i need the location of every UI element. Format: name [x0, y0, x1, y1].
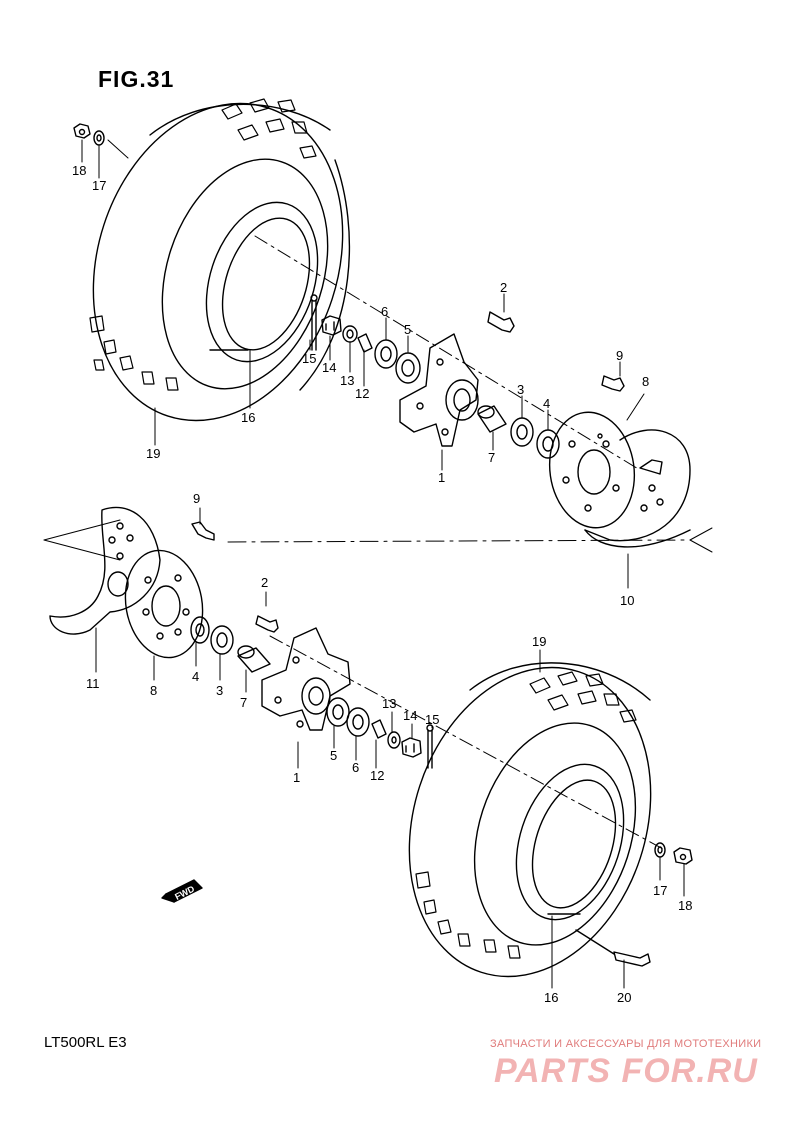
- upper-seal-5: [395, 352, 421, 384]
- callout-lower-14: 14: [403, 708, 417, 723]
- lower-hub-1: [261, 627, 351, 731]
- upper-spacer-7: [477, 405, 507, 433]
- callout-upper-8: 8: [642, 374, 649, 389]
- upper-callouts: 18 17 19 16 15 14 13 12 6 5 2 1 7 3 4 9 …: [72, 163, 649, 608]
- lower-valve-20: [575, 929, 651, 967]
- callout-upper-16: 16: [241, 410, 255, 425]
- upper-castle-nut-14: [321, 315, 342, 336]
- upper-leader-lines: [81, 139, 645, 589]
- callout-lower-20: 20: [617, 990, 631, 1005]
- lower-washer-17: [654, 842, 666, 858]
- callout-lower-19: 19: [532, 634, 546, 649]
- upper-bearing-3: [510, 417, 534, 447]
- upper-bearing-6: [374, 339, 398, 369]
- callout-upper-7: 7: [488, 450, 495, 465]
- callout-upper-19: 19: [146, 446, 160, 461]
- upper-brake-disc-8: [548, 411, 636, 529]
- lower-spacer-12: [371, 719, 387, 739]
- figure-title: FIG.31: [98, 66, 175, 92]
- callout-upper-6: 6: [381, 304, 388, 319]
- fwd-direction-arrow: [161, 879, 203, 903]
- lower-axle-centerline: [269, 635, 666, 851]
- callout-lower-2: 2: [261, 575, 268, 590]
- model-code: LT500RL E3: [44, 1034, 127, 1051]
- lower-tread-blocks: [415, 671, 637, 959]
- callout-upper-2: 2: [500, 280, 507, 295]
- upper-axle-centerline: [254, 235, 641, 471]
- callout-upper-5: 5: [404, 322, 411, 337]
- lower-bearing-6: [346, 707, 370, 737]
- callout-lower-12: 12: [370, 768, 384, 783]
- lower-spacer-7: [237, 645, 271, 673]
- watermark-logo: PARTS FOR.RU: [494, 1052, 758, 1090]
- callout-upper-13: 13: [340, 373, 354, 388]
- callout-lower-11: 11: [86, 676, 100, 691]
- watermark-caption: ЗАПЧАСТИ И АКСЕССУАРЫ ДЛЯ МОТОТЕХНИКИ: [490, 1038, 762, 1050]
- callout-upper-18: 18: [72, 163, 86, 178]
- lower-nut-18: [673, 847, 693, 865]
- upper-disc-cover-10: [584, 429, 691, 548]
- callout-lower-8: 8: [150, 683, 157, 698]
- upper-bolt-2: [487, 311, 515, 333]
- callout-lower-4: 4: [192, 669, 199, 684]
- upper-nut-18: [73, 123, 91, 139]
- lower-callouts: 9 11 8 4 3 7 2 1 5 6 12 13 14 15 19 17 1…: [86, 491, 692, 1005]
- callout-upper-9: 9: [616, 348, 623, 363]
- upper-wheel-rim: [205, 201, 319, 363]
- lower-washer-13: [387, 731, 401, 749]
- upper-washer-17: [93, 130, 105, 146]
- lower-seal-4: [190, 616, 210, 644]
- lower-brake-disc-8: [124, 549, 204, 659]
- callout-lower-13: 13: [382, 696, 396, 711]
- upper-spacer-12: [357, 333, 373, 353]
- lower-bearing-3: [210, 625, 234, 655]
- upper-tire: [89, 98, 351, 422]
- upper-seal-4: [536, 429, 560, 459]
- callout-lower-17: 17: [653, 883, 667, 898]
- assembly-divider: [43, 519, 713, 561]
- upper-cotter-pin-15: [310, 294, 318, 351]
- lower-leader-lines: [95, 507, 685, 989]
- callout-upper-4: 4: [543, 396, 550, 411]
- callout-lower-3: 3: [216, 683, 223, 698]
- upper-hub-1: [399, 333, 479, 447]
- lower-bolt-2: [255, 615, 279, 633]
- lower-castle-nut-14: [401, 737, 422, 758]
- upper-washer-13: [342, 325, 358, 343]
- lower-seal-5: [326, 697, 350, 727]
- upper-bolt-9: [601, 375, 625, 392]
- upper-tread-blocks: [89, 98, 317, 391]
- callout-lower-9: 9: [193, 491, 200, 506]
- callout-lower-16: 16: [544, 990, 558, 1005]
- lower-bolt-9: [191, 521, 215, 541]
- callout-lower-5: 5: [330, 748, 337, 763]
- callout-lower-7: 7: [240, 695, 247, 710]
- lower-wheel-rim: [515, 763, 625, 921]
- callout-upper-14: 14: [322, 360, 336, 375]
- callout-upper-1: 1: [438, 470, 445, 485]
- lower-tire: [408, 662, 652, 978]
- lower-cotter-pin-15: [426, 724, 434, 769]
- callout-lower-6: 6: [352, 760, 359, 775]
- callout-upper-3: 3: [517, 382, 524, 397]
- callout-upper-17: 17: [92, 178, 106, 193]
- callout-lower-18: 18: [678, 898, 692, 913]
- lower-disc-cover-11: [49, 506, 161, 635]
- callout-lower-1: 1: [293, 770, 300, 785]
- callout-upper-10: 10: [620, 593, 634, 608]
- callout-lower-15: 15: [425, 712, 439, 727]
- callout-upper-12: 12: [355, 386, 369, 401]
- callout-upper-15: 15: [302, 351, 316, 366]
